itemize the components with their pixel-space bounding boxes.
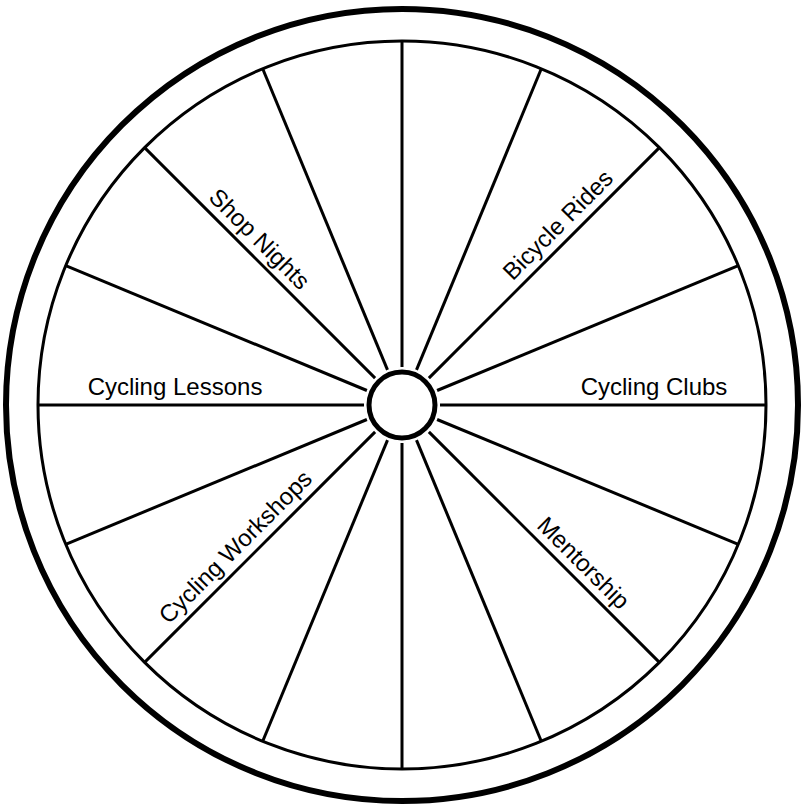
spoke-label: Bicycle Rides — [499, 165, 618, 284]
spoke — [38, 404, 364, 407]
spoke — [437, 266, 738, 391]
spoke — [66, 266, 367, 391]
spoke — [429, 432, 660, 663]
spoke — [417, 69, 542, 370]
spoke — [429, 148, 660, 379]
spoke — [145, 432, 376, 663]
spoke — [401, 41, 404, 367]
spoke — [145, 148, 376, 379]
spokes — [38, 41, 766, 769]
spoke-label: Shop Nights — [205, 184, 314, 293]
spoke-label: Cycling Lessons — [88, 375, 263, 399]
inner-rim — [38, 41, 766, 769]
spoke — [66, 420, 367, 545]
hub — [369, 372, 435, 438]
spoke — [401, 443, 404, 769]
spoke-label: Cycling Workshops — [155, 466, 317, 628]
spoke — [417, 440, 542, 741]
spoke-label: Mentorship — [533, 512, 634, 613]
spoke — [263, 69, 388, 370]
spoke-label: Cycling Clubs — [581, 375, 728, 399]
spoke — [437, 420, 738, 545]
tire-rim — [6, 9, 798, 801]
spoke — [440, 404, 766, 407]
